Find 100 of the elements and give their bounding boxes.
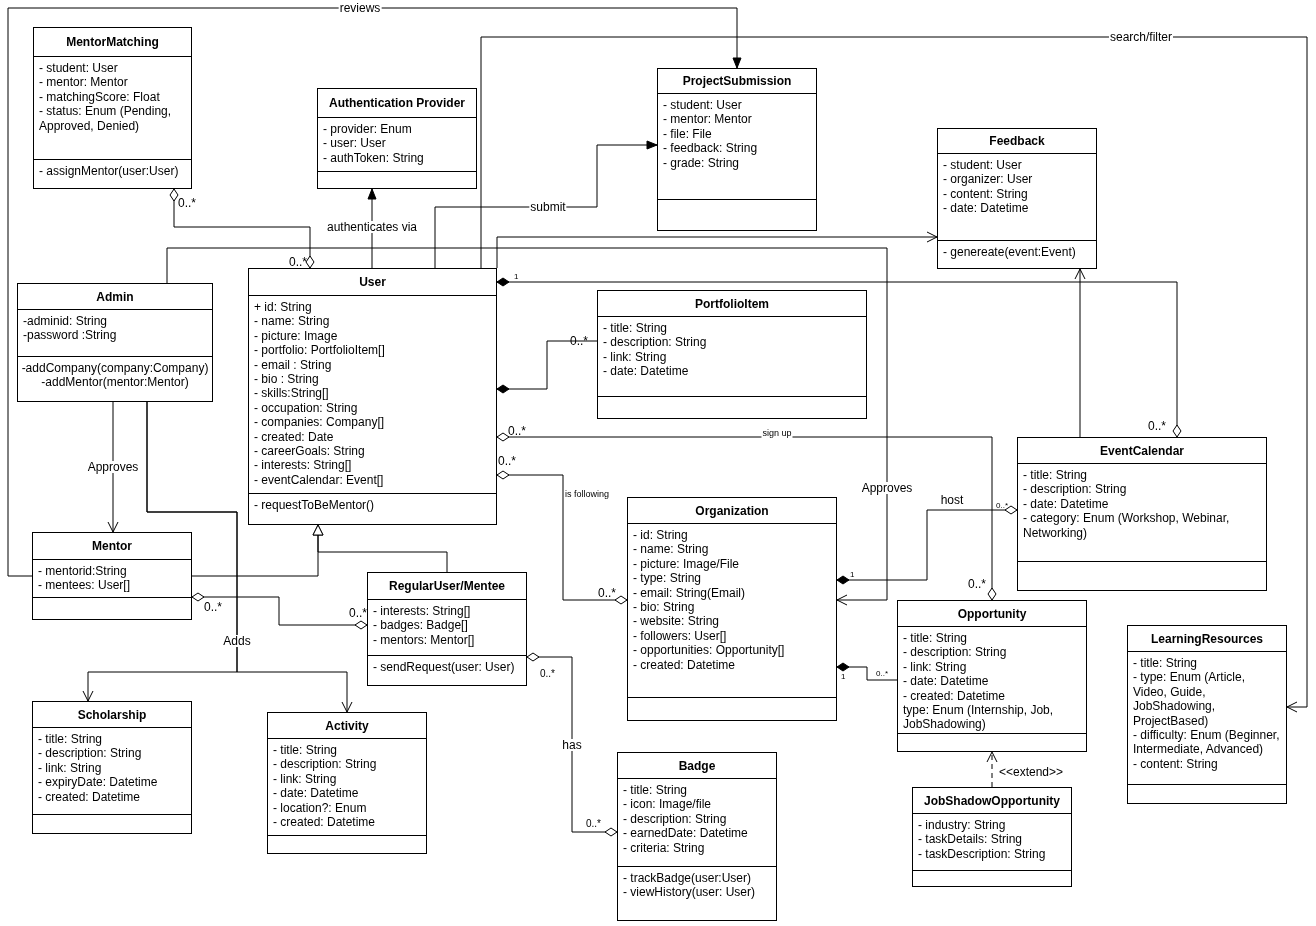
multiplicity-label: 0..*: [508, 425, 526, 437]
class-box: [367, 572, 527, 686]
attribute-text: - description: String: [1022, 482, 1128, 497]
multiplicity-label: 0..*: [968, 578, 986, 590]
attribute-text: -password :String: [22, 328, 118, 343]
attribute-text: - opportunities: Opportunity[]: [632, 643, 786, 658]
arrow: [480, 36, 1308, 713]
multiplicity-label: 0..*: [996, 500, 1008, 512]
multiplicity-label: 0..*: [178, 197, 196, 209]
class-box: [248, 268, 497, 525]
edge-label: search/filter: [1109, 31, 1173, 43]
multiplicity-label: 0..*: [586, 818, 601, 830]
attribute-text: - date: Datetime: [1022, 496, 1110, 512]
association-line: [496, 277, 1182, 438]
edge-label: host: [939, 494, 965, 506]
class-name: LearningResources: [1150, 631, 1263, 646]
attribute-text: - icon: Image/file: [622, 797, 713, 812]
association-line: [836, 505, 1018, 585]
class-box: [33, 27, 192, 189]
arrow: [146, 401, 353, 713]
attribute-text: - feedback: String: [662, 141, 759, 156]
multiplicity-label: 0..*: [289, 256, 307, 268]
attribute-text: - matchingScore: Float: [38, 89, 161, 105]
edge-label: Approves: [860, 482, 914, 494]
attribute-text: - description: String: [902, 645, 1008, 660]
attribute-text: - title: String: [622, 783, 689, 798]
edge-label: <<extend>>: [997, 766, 1065, 778]
multiplicity-label: 1: [514, 271, 519, 283]
attribute-text: - title: String: [37, 732, 104, 747]
attribute-text: - picture: Image: [253, 328, 339, 344]
attribute-text: - status: Enum (Pending, Approved, Denied): [38, 104, 173, 134]
class-box: [32, 701, 192, 834]
attribute-text: - occupation: String: [253, 400, 359, 416]
class-box: [1017, 437, 1267, 591]
attribute-text: - taskDetails: String: [917, 832, 1024, 847]
attribute-text: - category: Enum (Workshop, Webinar, Networking): [1022, 511, 1231, 541]
attribute-text: - name: String: [253, 314, 331, 329]
class-box: [1127, 625, 1287, 804]
attribute-text: - careerGoals: String: [253, 444, 366, 459]
attribute-text: - title: String: [602, 321, 669, 336]
multiplicity-label: 0..*: [876, 668, 888, 680]
class-box: [617, 752, 777, 921]
class-name: PortfolioItem: [695, 296, 769, 311]
class-name: Opportunity: [957, 606, 1027, 621]
attribute-text: - mentees: User[]: [37, 578, 132, 593]
attribute-text: - created: Datetime: [902, 688, 1007, 704]
attribute-text: - skills:String[]: [253, 386, 330, 401]
method-text: -addCompany(company:Company): [20, 361, 210, 376]
class-box: [937, 128, 1097, 269]
class-box: [17, 283, 213, 402]
edge-label: Adds: [222, 635, 252, 647]
attribute-text: - created: Date: [253, 429, 335, 445]
attribute-text: - user: User: [322, 136, 387, 151]
class-box: [657, 68, 817, 231]
class-box: [897, 600, 1087, 752]
multiplicity-label: 0..*: [204, 601, 222, 613]
attribute-text: - name: String: [632, 542, 710, 557]
attribute-text: - description: String: [622, 811, 728, 827]
attribute-text: - link: String: [37, 760, 103, 776]
class-name: Organization: [695, 503, 769, 518]
arrow: [1074, 268, 1086, 438]
arrow: [166, 247, 888, 606]
attribute-text: type: Enum (Internship, Job, JobShadowing): [902, 703, 1055, 732]
association-line: [496, 432, 997, 601]
association-line: [169, 188, 315, 269]
attribute-text: - title: String: [902, 631, 969, 646]
edge-label: Approves: [86, 461, 140, 473]
attribute-text: - title: String: [272, 743, 339, 758]
attribute-text: - created: Datetime: [37, 789, 142, 805]
attribute-text: - link: String: [272, 771, 338, 787]
method-text: - trackBadge(user:User): [622, 871, 753, 886]
attribute-text: - mentorid:String: [37, 564, 128, 579]
association-line: [836, 662, 898, 681]
class-name: RegularUser/Mentee: [388, 579, 505, 593]
attribute-text: - eventCalendar: Event[]: [253, 472, 385, 488]
attribute-text: - location?: Enum: [272, 800, 368, 816]
class-box: [597, 290, 867, 419]
attribute-text: - date: Datetime: [942, 201, 1030, 216]
method-text: - sendRequest(user: User): [372, 660, 516, 675]
attribute-text: -adminid: String: [22, 314, 109, 329]
attribute-text: - link: String: [902, 659, 968, 675]
attribute-text: - content: String: [942, 186, 1029, 202]
attribute-text: - description: String: [37, 746, 143, 761]
class-name: Scholarship: [77, 707, 147, 722]
edge-label: submit: [529, 201, 567, 213]
association-line: [496, 340, 598, 394]
attribute-text: - badges: Badge[]: [372, 618, 469, 633]
attribute-text: - bio: String: [632, 600, 696, 615]
attribute-text: - student: User: [942, 158, 1023, 173]
multiplicity-label: 1: [841, 671, 846, 683]
arrow: [7, 7, 742, 577]
attribute-text: - date: Datetime: [272, 786, 360, 801]
attribute-text: + id: String: [253, 300, 313, 315]
attribute-text: - authToken: String: [322, 150, 425, 166]
class-box: [912, 787, 1072, 887]
multiplicity-label: 0..*: [540, 668, 555, 680]
method-text: - assignMentor(user:User): [38, 164, 180, 179]
multiplicity-label: 0..*: [1148, 420, 1166, 432]
method-text: -addMentor(mentor:Mentor): [40, 375, 190, 390]
attribute-text: - taskDescription: String: [917, 846, 1047, 862]
